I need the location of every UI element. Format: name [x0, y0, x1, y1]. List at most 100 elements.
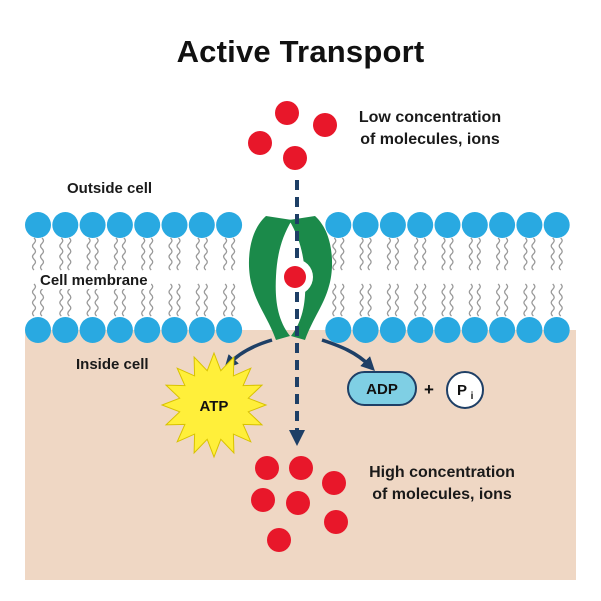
- phospholipid-tail: [59, 237, 64, 271]
- phospholipid-tail: [230, 237, 236, 271]
- phospholipid-head: [161, 212, 188, 238]
- molecule: [313, 113, 337, 137]
- phospholipid-tail: [332, 283, 337, 317]
- phospholipid-tail: [121, 237, 127, 271]
- transport-protein: [248, 216, 333, 340]
- phospholipid-tail: [468, 283, 473, 317]
- phospholipid-tail: [476, 237, 481, 271]
- phospholipid-tail: [141, 283, 146, 317]
- phospholipid-tail: [386, 283, 392, 317]
- phospholipid-tail: [168, 237, 173, 271]
- phospholipid-head: [161, 317, 188, 343]
- phospholipid-head: [188, 317, 215, 343]
- phospholipid-tail: [31, 237, 37, 271]
- high-concentration-label: High concentration of molecules, ions: [350, 462, 534, 506]
- molecule: [324, 510, 348, 534]
- phospholipid-tail: [523, 237, 528, 271]
- phospholipid-tail: [441, 283, 446, 317]
- phospholipid-head: [379, 212, 406, 238]
- phospholipid-head: [106, 317, 133, 343]
- phospholipid-tail: [558, 283, 563, 317]
- phospholipid-tail: [503, 237, 509, 271]
- phospholipid-tail: [113, 237, 119, 271]
- transport-protein-left-half: [248, 216, 292, 340]
- phospholipid-head: [352, 317, 379, 343]
- phospholipid-tail: [531, 237, 536, 271]
- phospholipid-tail: [468, 237, 473, 271]
- molecule: [286, 491, 310, 515]
- phospholipid-head: [379, 317, 406, 343]
- phospholipid-tail: [149, 283, 154, 317]
- molecule: [248, 131, 272, 155]
- adp-label: ADP: [366, 381, 398, 398]
- phospholipid-tail: [113, 283, 119, 317]
- phospholipid-tail: [359, 283, 364, 317]
- phospholipid-head: [106, 212, 133, 238]
- inside-cell-label: Inside cell: [76, 356, 149, 373]
- phospholipid-tail: [149, 237, 154, 271]
- phospholipid-head: [325, 317, 352, 343]
- low-concentration-line-2: of molecules, ions: [360, 131, 500, 148]
- phospholipid-head: [516, 317, 543, 343]
- phospholipid-tail: [230, 283, 236, 317]
- page-title: Active Transport: [176, 34, 425, 69]
- phospholipid-head: [489, 317, 516, 343]
- high-concentration-line-2: of molecules, ions: [372, 486, 512, 503]
- phospholipid-tail: [394, 237, 400, 271]
- phospholipid-head: [134, 212, 161, 238]
- cell-membrane-label: Cell membrane: [37, 272, 151, 289]
- low-concentration-molecules: [248, 101, 337, 170]
- phospholipid-head: [188, 212, 215, 238]
- phospholipid-tail: [367, 237, 372, 271]
- phospholipid-tail: [222, 237, 228, 271]
- phospholipid-head: [434, 317, 461, 343]
- phospholipid-head: [52, 317, 79, 343]
- phospholipid-tail: [476, 283, 481, 317]
- phospholipid-tail: [86, 283, 91, 317]
- molecule: [251, 488, 275, 512]
- phospholipid-tail: [414, 237, 419, 271]
- phospholipid-tail: [523, 283, 528, 317]
- phospholipid-tail: [141, 237, 146, 271]
- adp-pill: [347, 371, 417, 406]
- phospholipid-tail: [422, 237, 427, 271]
- high-concentration-molecules: [251, 456, 348, 552]
- phospholipid-head: [543, 212, 570, 238]
- molecule-in-channel: [284, 266, 306, 288]
- phospholipid-heads: [25, 212, 570, 343]
- atp-label: ATP: [200, 398, 229, 415]
- phospholipid-tail: [59, 283, 64, 317]
- phospholipid-tail: [86, 237, 91, 271]
- phospholipid-tail: [367, 283, 372, 317]
- atp-burst: ATP: [160, 351, 268, 459]
- high-concentration-line-1: High concentration: [369, 464, 515, 481]
- phospholipid-head: [407, 317, 434, 343]
- phospholipid-tail: [176, 237, 181, 271]
- phosphate-label: P: [457, 382, 467, 399]
- low-concentration-label: Low concentration of molecules, ions: [340, 107, 520, 151]
- molecule: [322, 471, 346, 495]
- phospholipid-tail: [176, 283, 181, 317]
- phospholipid-tail: [332, 237, 337, 271]
- phospholipid-tail: [94, 237, 99, 271]
- phospholipid-tail: [94, 283, 99, 317]
- phospholipid-tail: [386, 237, 392, 271]
- outside-cell-label: Outside cell: [67, 180, 153, 197]
- phospholipid-head: [352, 212, 379, 238]
- phospholipid-head: [516, 212, 543, 238]
- phospholipid-tail: [203, 237, 208, 271]
- cytoplasm-background: [25, 330, 576, 580]
- phospholipid-tail: [422, 283, 427, 317]
- phospholipid-tail: [394, 283, 400, 317]
- plus-sign: +: [424, 380, 434, 399]
- phospholipid-tail: [31, 283, 37, 317]
- phospholipid-head: [325, 212, 352, 238]
- phospholipid-head: [461, 212, 488, 238]
- phospholipid-tail: [340, 237, 345, 271]
- phospholipid-head: [134, 317, 161, 343]
- phospholipid-tail: [495, 237, 501, 271]
- phospholipid-tail: [449, 283, 454, 317]
- molecule: [275, 101, 299, 125]
- low-concentration-line-1: Low concentration: [358, 109, 502, 126]
- phospholipid-head: [543, 317, 570, 343]
